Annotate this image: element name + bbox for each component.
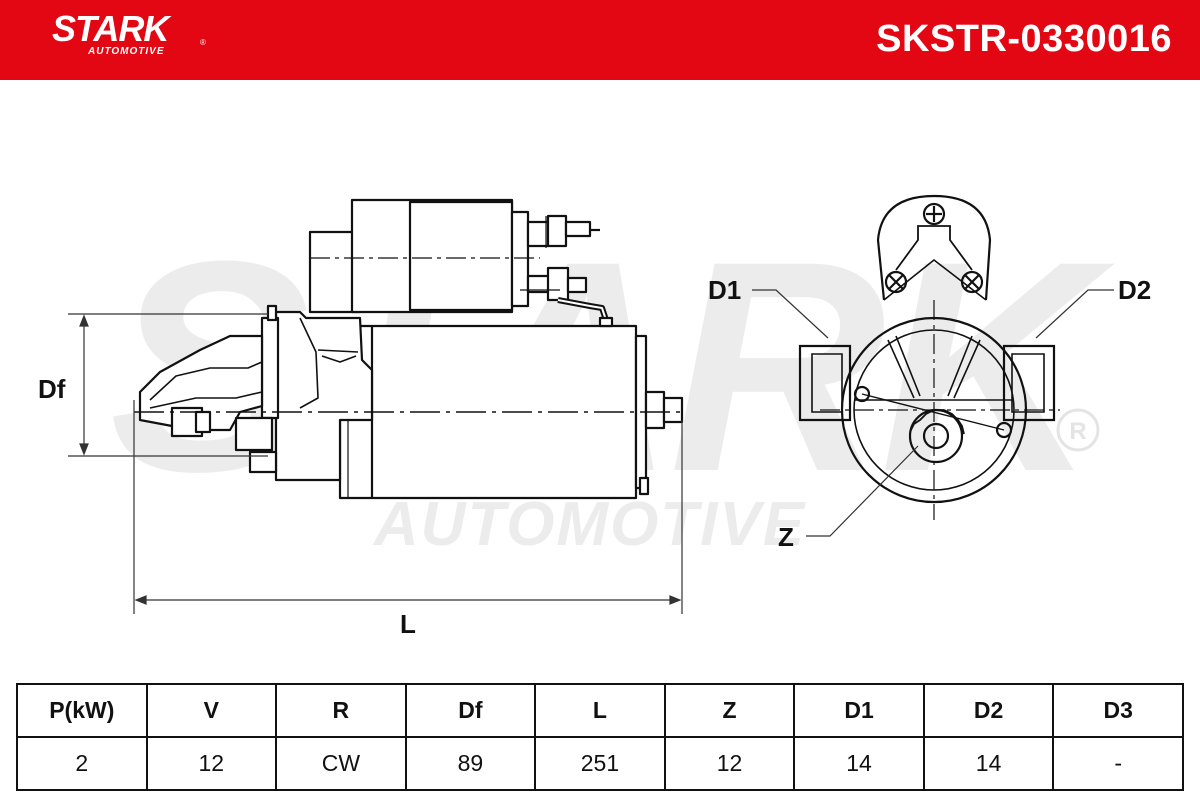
drive-nose bbox=[138, 334, 264, 432]
header-bar: STARK AUTOMOTIVE ® SKSTR-0330016 bbox=[0, 0, 1200, 80]
value-d2: 14 bbox=[922, 736, 1055, 791]
specs-table: P(kW) V R Df L Z D1 D2 D3 2 12 CW 89 251… bbox=[16, 683, 1184, 791]
value-d3: - bbox=[1052, 736, 1184, 791]
watermark-registered-ring bbox=[1056, 408, 1100, 452]
d1-label: D1 bbox=[708, 275, 741, 305]
header-teeth: Z bbox=[663, 683, 796, 738]
value-df: 89 bbox=[404, 736, 537, 791]
value-length: 251 bbox=[534, 736, 666, 791]
watermark-registered-letter: R bbox=[1069, 418, 1086, 445]
registered-mark: ® bbox=[200, 38, 206, 47]
part-number: SKSTR-0330016 bbox=[876, 18, 1172, 60]
value-voltage: 12 bbox=[145, 736, 278, 791]
d2-label: D2 bbox=[1118, 275, 1151, 305]
drive-housing bbox=[274, 310, 374, 482]
header-voltage: V bbox=[145, 683, 278, 738]
header-d1: D1 bbox=[793, 683, 925, 738]
terminal-upper bbox=[526, 220, 550, 248]
header-rotation: R bbox=[275, 683, 407, 738]
starter-front-view bbox=[798, 194, 1060, 520]
value-rotation: CW bbox=[275, 736, 407, 791]
leader-lines bbox=[752, 289, 1114, 537]
watermark-sub: AUTOMOTIVE bbox=[372, 490, 806, 559]
z-label: Z bbox=[778, 522, 794, 552]
value-power: 2 bbox=[16, 736, 148, 791]
l-label: L bbox=[400, 609, 416, 639]
header-length: L bbox=[534, 683, 666, 738]
brand-sub: AUTOMOTIVE bbox=[88, 46, 165, 57]
brand-name: STARK bbox=[52, 8, 169, 49]
dimension-l bbox=[133, 400, 683, 614]
mounting-flange bbox=[798, 344, 852, 422]
dimension-df bbox=[68, 313, 268, 457]
header-df: Df bbox=[404, 683, 537, 738]
value-teeth: 12 bbox=[663, 736, 796, 791]
specs-value-row: 2 12 CW 89 251 12 14 14 - bbox=[16, 736, 1184, 791]
specs-header-row: P(kW) V R Df L Z D1 D2 D3 bbox=[16, 683, 1184, 738]
header-power: P(kW) bbox=[16, 683, 148, 738]
value-d1: 14 bbox=[793, 736, 925, 791]
technical-drawing: STARK AUTOMOTIVE R bbox=[38, 194, 1151, 639]
df-label: Df bbox=[38, 374, 66, 404]
starter-side-view bbox=[134, 198, 684, 500]
header-d2: D2 bbox=[922, 683, 1055, 738]
brand-logo: STARK AUTOMOTIVE ® bbox=[52, 8, 206, 58]
header-d3: D3 bbox=[1052, 683, 1184, 738]
